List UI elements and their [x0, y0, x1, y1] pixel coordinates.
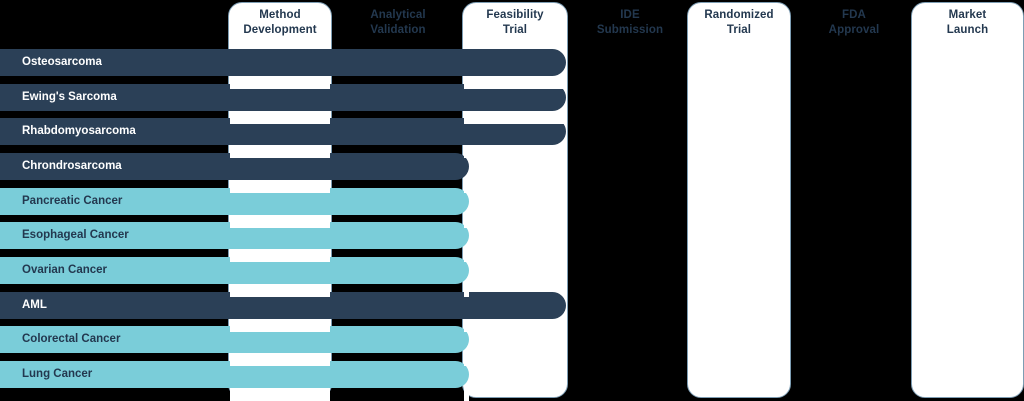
row-separator [464, 180, 469, 193]
program-label: Ewing's Sarcoma [22, 91, 117, 103]
program-label: Chrondrosarcoma [22, 160, 122, 172]
row-separator [464, 111, 566, 124]
row-separator [230, 180, 330, 193]
program-bar[interactable] [0, 49, 566, 76]
program-label: Rhabdomyosarcoma [22, 125, 136, 137]
row-separator [230, 319, 330, 332]
row-separator [464, 36, 566, 49]
row-separator [464, 76, 566, 89]
row-separator [230, 111, 330, 124]
row-separator [230, 76, 330, 89]
row-separator [230, 36, 330, 49]
row-separator [230, 145, 330, 158]
stage-column-4[interactable] [687, 2, 791, 398]
program-label: Osteosarcoma [22, 56, 102, 68]
row-separator [464, 353, 469, 366]
row-separator [230, 284, 330, 297]
row-separator [464, 215, 469, 228]
row-separator [230, 215, 330, 228]
row-separator [230, 249, 330, 262]
row-separator [230, 388, 330, 401]
row-separator [464, 145, 566, 158]
program-label: Esophageal Cancer [22, 229, 129, 241]
program-label: Pancreatic Cancer [22, 195, 123, 207]
row-separator [464, 388, 469, 401]
row-separator [464, 319, 566, 332]
program-label: Lung Cancer [22, 368, 93, 380]
program-label: AML [22, 299, 47, 311]
row-separator [464, 249, 469, 262]
row-separator [464, 284, 469, 297]
program-label: Colorectal Cancer [22, 333, 121, 345]
row-separator [230, 353, 330, 366]
program-label: Ovarian Cancer [22, 264, 108, 276]
